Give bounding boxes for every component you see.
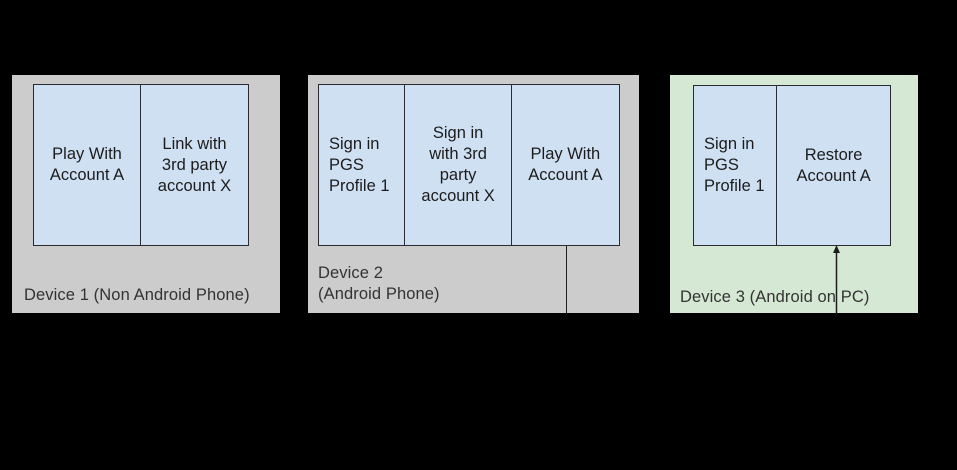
connector-device2-tail [566,246,567,313]
step-cell-link-with-3rd-party-account-x[interactable]: Link with 3rd party account X [157,134,232,195]
step-cell-play-with-account-a-d1[interactable]: Play With Account A [34,85,141,245]
step-cell-sign-in-pgs-profile-1-d3[interactable]: Sign in PGS Profile 1 [694,86,778,245]
step-cell-play-with-account-a-d2[interactable]: Play With Account A [528,145,603,184]
step-cell-restore-account-a[interactable]: Restore Account A [796,145,871,185]
step-strip-device-1: Play With Account A Link with 3rd party … [33,84,249,246]
step-strip-device-2: Sign in PGS Profile 1 Sign in with 3rd p… [318,84,620,246]
device-label-device-1: Device 1 (Non Android Phone) [24,286,250,304]
step-cell-sign-in-pgs-profile-1-d2[interactable]: Sign in PGS Profile 1 [319,85,406,245]
step-strip-device-3: Sign in PGS Profile 1 Restore Account A [693,85,891,246]
step-cell-sign-in-with-3rd-party-account-x[interactable]: Sign in with 3rd party account X [405,85,512,245]
connector-restore-arrow [830,244,844,314]
device-label-device-2: Device 2 (Android Phone) [318,264,440,303]
device-label-device-3: Device 3 (Android on PC) [680,288,870,306]
